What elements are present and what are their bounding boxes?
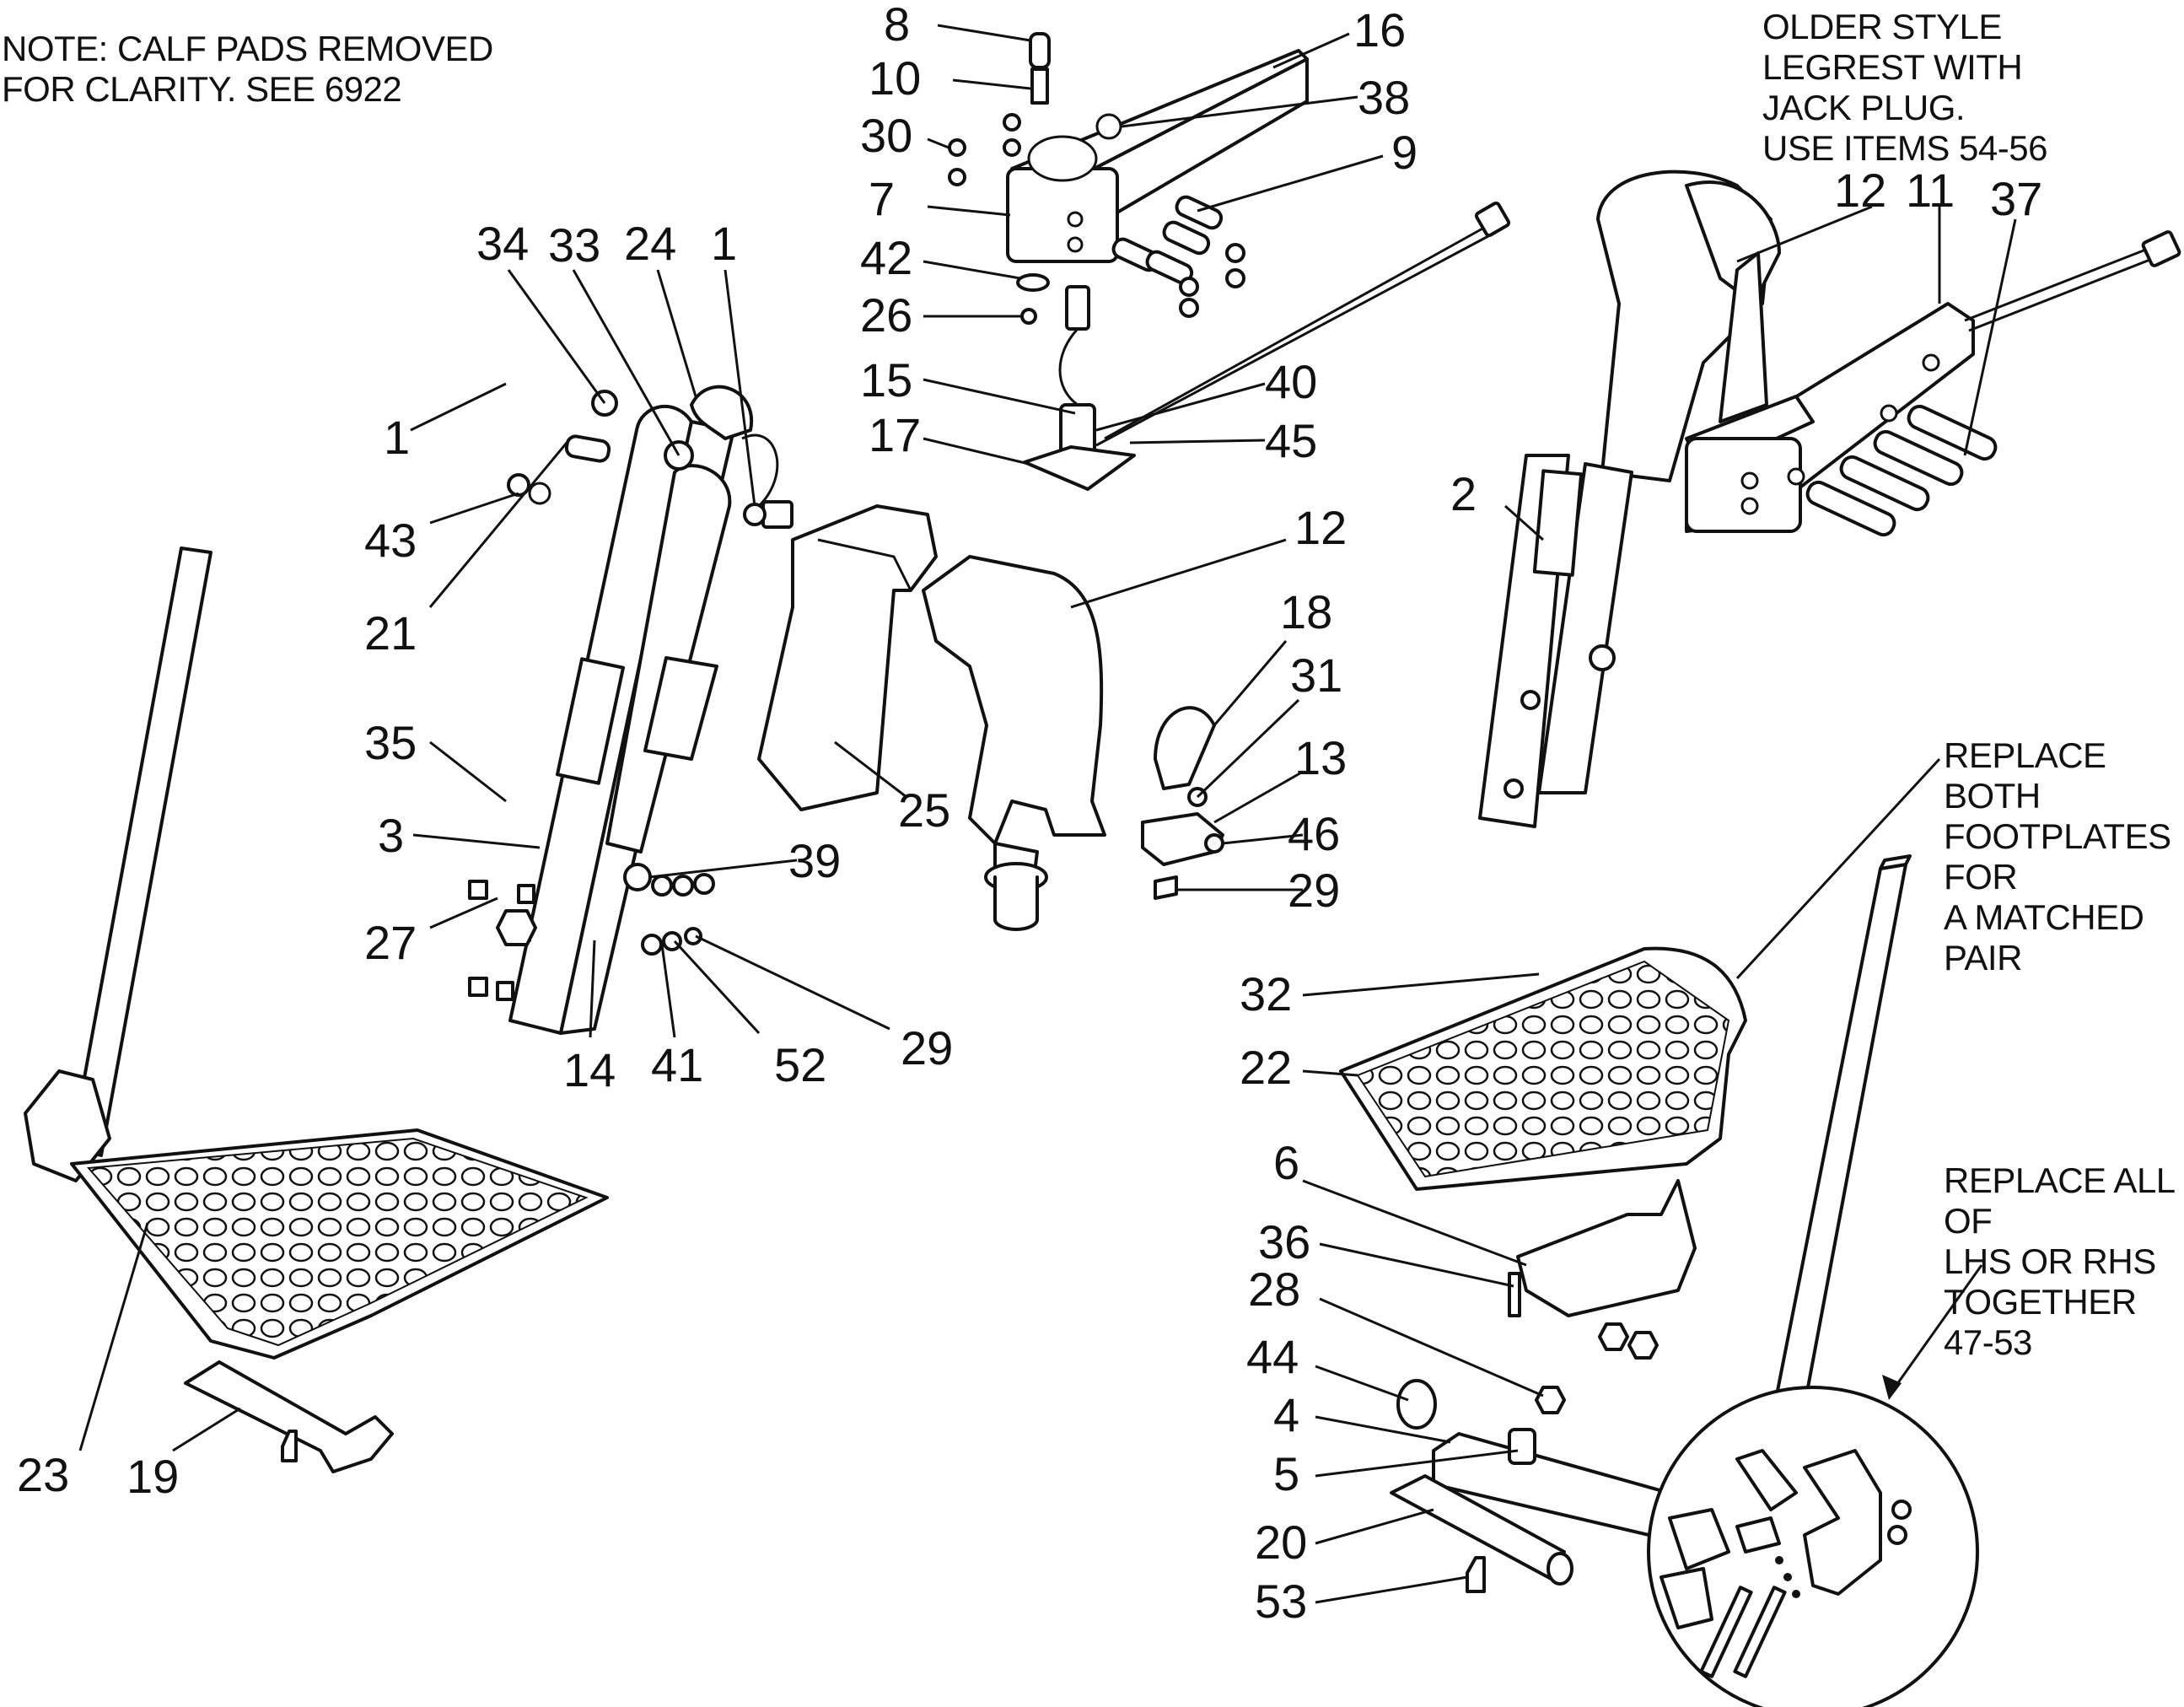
note-calf-pads: NOTE: CALF PADS REMOVED FOR CLARITY. SEE… [2, 29, 493, 109]
part-label-27: 27 [364, 916, 417, 969]
leader-lines [78, 24, 2017, 1604]
part-label-8: 8 [884, 0, 910, 51]
part-label-7: 7 [869, 172, 895, 225]
part-label-16: 16 [1353, 3, 1406, 57]
part-label-29-left: 29 [901, 1021, 953, 1074]
left-pivot-tube [184, 1360, 394, 1473]
part-label-4: 4 [1273, 1388, 1299, 1441]
part-label-1-bolt: 1 [384, 411, 410, 464]
part-label-23: 23 [17, 1448, 69, 1501]
part-label-29-center: 29 [1288, 864, 1340, 917]
part-label-40: 40 [1265, 355, 1317, 408]
part-label-32: 32 [1240, 967, 1292, 1020]
part-label-26: 26 [860, 288, 912, 342]
part-label-46: 46 [1288, 807, 1340, 860]
mount-block-assembly [948, 32, 1309, 325]
part-label-21: 21 [364, 606, 417, 660]
footplate-hinge-plate [1516, 1179, 1697, 1317]
note-replace-all: REPLACE ALL OF LHS OR RHS TOGETHER 47-53 [1944, 1160, 2175, 1362]
part-label-5: 5 [1273, 1447, 1299, 1500]
part-label-1: 1 [711, 217, 737, 270]
calf-pad-bracket [757, 504, 938, 811]
part-label-11: 11 [1906, 164, 1955, 217]
part-label-45: 45 [1265, 414, 1317, 467]
part-label-53: 53 [1255, 1575, 1307, 1628]
part-label-33: 33 [548, 218, 600, 272]
part-label-42: 42 [860, 231, 912, 284]
release-lever [1154, 706, 1216, 790]
part-label-43: 43 [364, 514, 417, 567]
part-label-18: 18 [1280, 585, 1332, 638]
part-label-25: 25 [898, 783, 950, 837]
part-label-34: 34 [476, 217, 529, 270]
part-label-3: 3 [378, 809, 404, 862]
part-label-17: 17 [869, 408, 921, 461]
part-labels: 8 10 30 7 42 26 16 38 9 15 40 17 45 34 3… [17, 0, 2042, 1628]
part-label-10: 10 [869, 51, 921, 105]
part-label-13: 13 [1294, 731, 1347, 784]
part-label-14: 14 [563, 1043, 616, 1096]
left-hanger-tube [70, 547, 212, 1157]
part-label-28: 28 [1248, 1263, 1300, 1316]
part-label-52: 52 [774, 1038, 826, 1091]
part-label-35: 35 [364, 716, 417, 769]
part-label-20: 20 [1255, 1516, 1307, 1569]
older-style-legrest-assembly [1478, 170, 2181, 828]
switch-cable-assembly [1023, 201, 1511, 491]
right-hanger-tube [1765, 863, 1907, 1452]
detail-inset-circle [1647, 1386, 1979, 1707]
part-label-41: 41 [651, 1038, 703, 1091]
note-older-style-legrest: OLDER STYLE LEGREST WITH JACK PLUG. USE … [1762, 7, 2047, 168]
part-label-37: 37 [1990, 172, 2042, 225]
part-label-22: 22 [1240, 1041, 1292, 1094]
part-label-44: 44 [1246, 1330, 1299, 1383]
part-label-38: 38 [1358, 71, 1410, 124]
part-label-30: 30 [860, 109, 912, 162]
part-label-12: 12 [1294, 501, 1347, 554]
part-label-31: 31 [1290, 649, 1342, 702]
part-label-2: 2 [1450, 467, 1477, 520]
part-label-15: 15 [860, 353, 912, 407]
left-hanger-clamp [24, 1069, 111, 1182]
part-label-9: 9 [1391, 126, 1417, 179]
footplate-pivot-tube [1390, 1474, 1566, 1583]
part-label-19: 19 [126, 1450, 179, 1503]
part-label-12-older: 12 [1834, 164, 1886, 217]
left-legrest-assembly [468, 385, 793, 1035]
part-label-36: 36 [1258, 1215, 1310, 1268]
part-label-24: 24 [624, 217, 676, 270]
part-label-6: 6 [1273, 1136, 1299, 1189]
note-replace-footplates: REPLACE BOTH FOOTPLATES FOR A MATCHED PA… [1944, 735, 2171, 977]
part-label-39: 39 [788, 834, 841, 887]
